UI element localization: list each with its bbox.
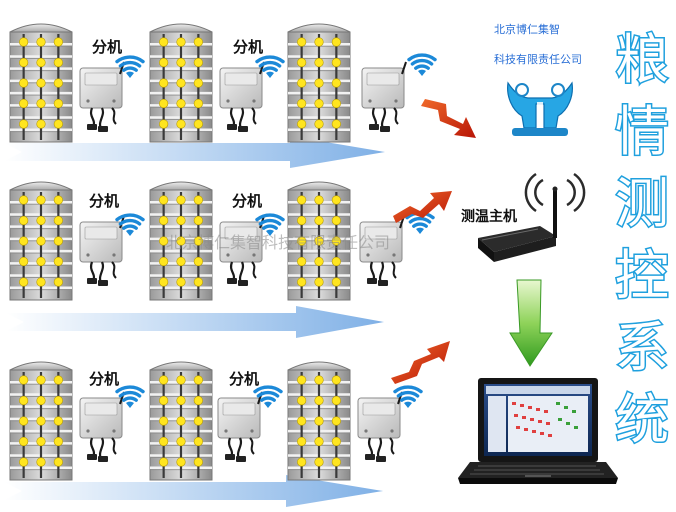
- flow-arrow-row-1: [4, 136, 385, 168]
- title-char: 测: [615, 172, 669, 235]
- router-icon: [478, 172, 586, 262]
- lightning-arrows: [391, 99, 476, 384]
- silo-icon: [9, 181, 73, 301]
- wifi-signal-icon: [115, 213, 145, 236]
- host-label: 测温主机: [461, 208, 517, 225]
- wifi-signal-icon: [115, 385, 145, 408]
- company-logo-icon: [507, 81, 573, 136]
- wifi-signal-icon: [255, 55, 285, 78]
- wifi-signal-icon: [393, 385, 423, 408]
- company-name-line-1: 北京博仁集智: [494, 22, 560, 36]
- silo-icon: [149, 361, 213, 481]
- silo-icon: [287, 23, 351, 143]
- silo-icon: [9, 361, 73, 481]
- sensor-box-icon: [357, 391, 403, 462]
- sensor-box-icon: [359, 215, 405, 286]
- silo-group: [9, 23, 351, 481]
- sensor-box-icon: [219, 215, 265, 286]
- lightning-arrow-icon: [391, 341, 450, 384]
- flow-arrow-row-2: [6, 306, 384, 338]
- wifi-signal-icon: [115, 55, 145, 78]
- title-char: 情: [615, 100, 669, 163]
- silo-icon: [9, 23, 73, 143]
- wifi-group: [115, 53, 437, 408]
- sensor-box-icon: [217, 391, 263, 462]
- substation-label: 分机: [92, 38, 122, 56]
- substation-label: 分机: [232, 192, 262, 210]
- silo-icon: [287, 181, 351, 301]
- watermark-text: 北京博仁集智科技有限责任公司: [166, 233, 390, 252]
- sensor-box-icon: [79, 215, 125, 286]
- company-name-line-2: 科技有限责任公司: [494, 52, 582, 66]
- silo-icon: [149, 23, 213, 143]
- substation-label: 分机: [89, 192, 119, 210]
- system-title: 粮 情 测 控 系 统: [614, 27, 671, 453]
- silo-icon: [287, 361, 351, 481]
- down-arrow-icon: [509, 279, 553, 367]
- flow-arrow-row-3: [4, 475, 383, 507]
- laptop-icon: [458, 378, 618, 484]
- substation-labels: 分机 分机 分机 分机 分机 分机: [89, 38, 263, 388]
- wifi-signal-icon: [255, 213, 285, 236]
- title-char: 粮: [615, 28, 669, 91]
- sensor-box-group: [79, 61, 407, 462]
- title-char: 系: [615, 316, 669, 379]
- sensor-box-icon: [79, 61, 125, 132]
- title-char: 控: [615, 244, 669, 307]
- title-char: 统: [615, 388, 669, 451]
- sensor-box-icon: [219, 61, 265, 132]
- row-arrows: [4, 136, 385, 507]
- silo-icon: [149, 181, 213, 301]
- sensor-box-icon: [361, 61, 407, 132]
- sensor-box-icon: [79, 391, 125, 462]
- lightning-arrow-icon: [393, 191, 452, 223]
- wifi-signal-icon: [253, 385, 283, 408]
- lightning-arrow-icon: [421, 99, 476, 138]
- substation-label: 分机: [89, 370, 119, 388]
- substation-label: 分机: [229, 370, 259, 388]
- wifi-signal-icon: [407, 53, 437, 76]
- substation-label: 分机: [233, 38, 263, 56]
